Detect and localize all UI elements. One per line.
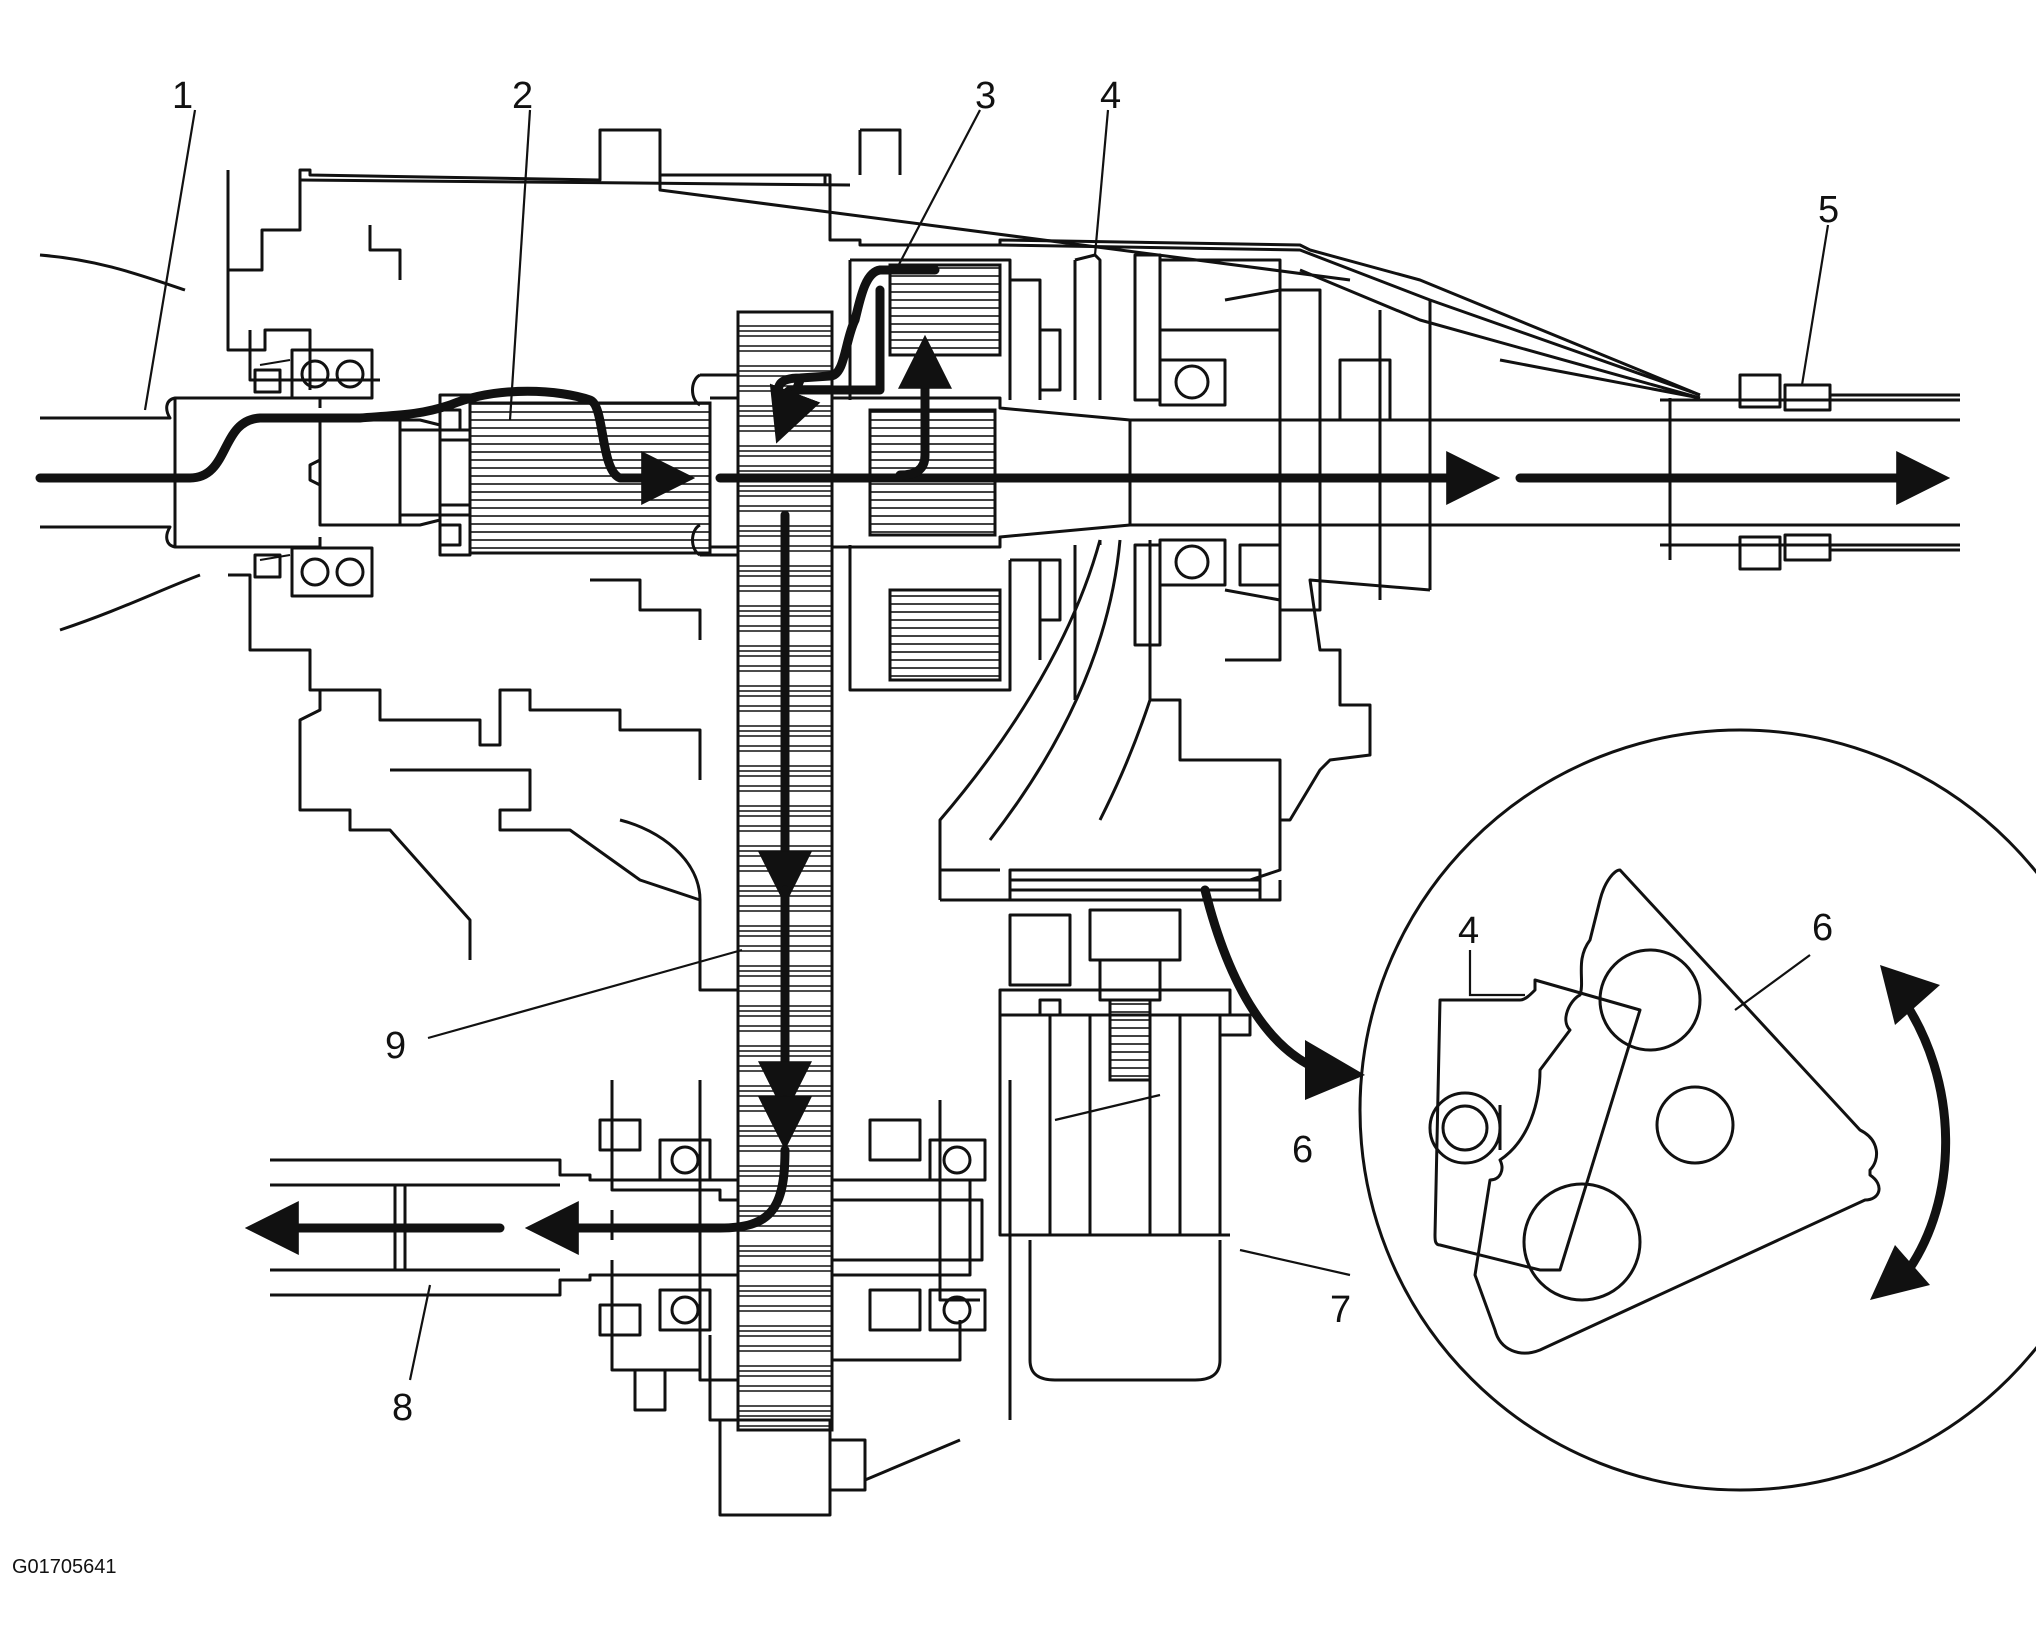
callout-4: 4 [1100,75,1121,117]
cam-detail-inset [1200,728,2036,1492]
front-bearings [598,1118,987,1517]
power-flow-paths [35,265,1951,1255]
callout-5: 5 [1818,189,1839,231]
rear-output-yoke [1738,373,1960,571]
leader-lines [143,109,1830,1381]
clutch-pack [848,258,1062,692]
input-bearings [253,348,374,598]
callout-7: 7 [1330,1289,1351,1331]
cam-plate [1073,253,1162,700]
rear-output-shaft [710,396,1960,560]
figure-code: G01705641 [12,1556,117,1578]
inset-callout-6: 6 [1812,907,1833,949]
callout-2: 2 [512,75,533,117]
callout-6: 6 [1292,1129,1313,1171]
inset-callout-4: 4 [1458,910,1479,952]
callout-labels: 1 2 3 4 5 6 7 8 9 4 6 [172,75,1839,1429]
callout-3: 3 [975,75,996,117]
shift-motor-assembly [998,868,1262,1420]
rear-bearings [1158,258,1392,662]
callout-1: 1 [172,75,193,117]
callout-9: 9 [385,1025,406,1067]
callout-8: 8 [392,1387,413,1429]
